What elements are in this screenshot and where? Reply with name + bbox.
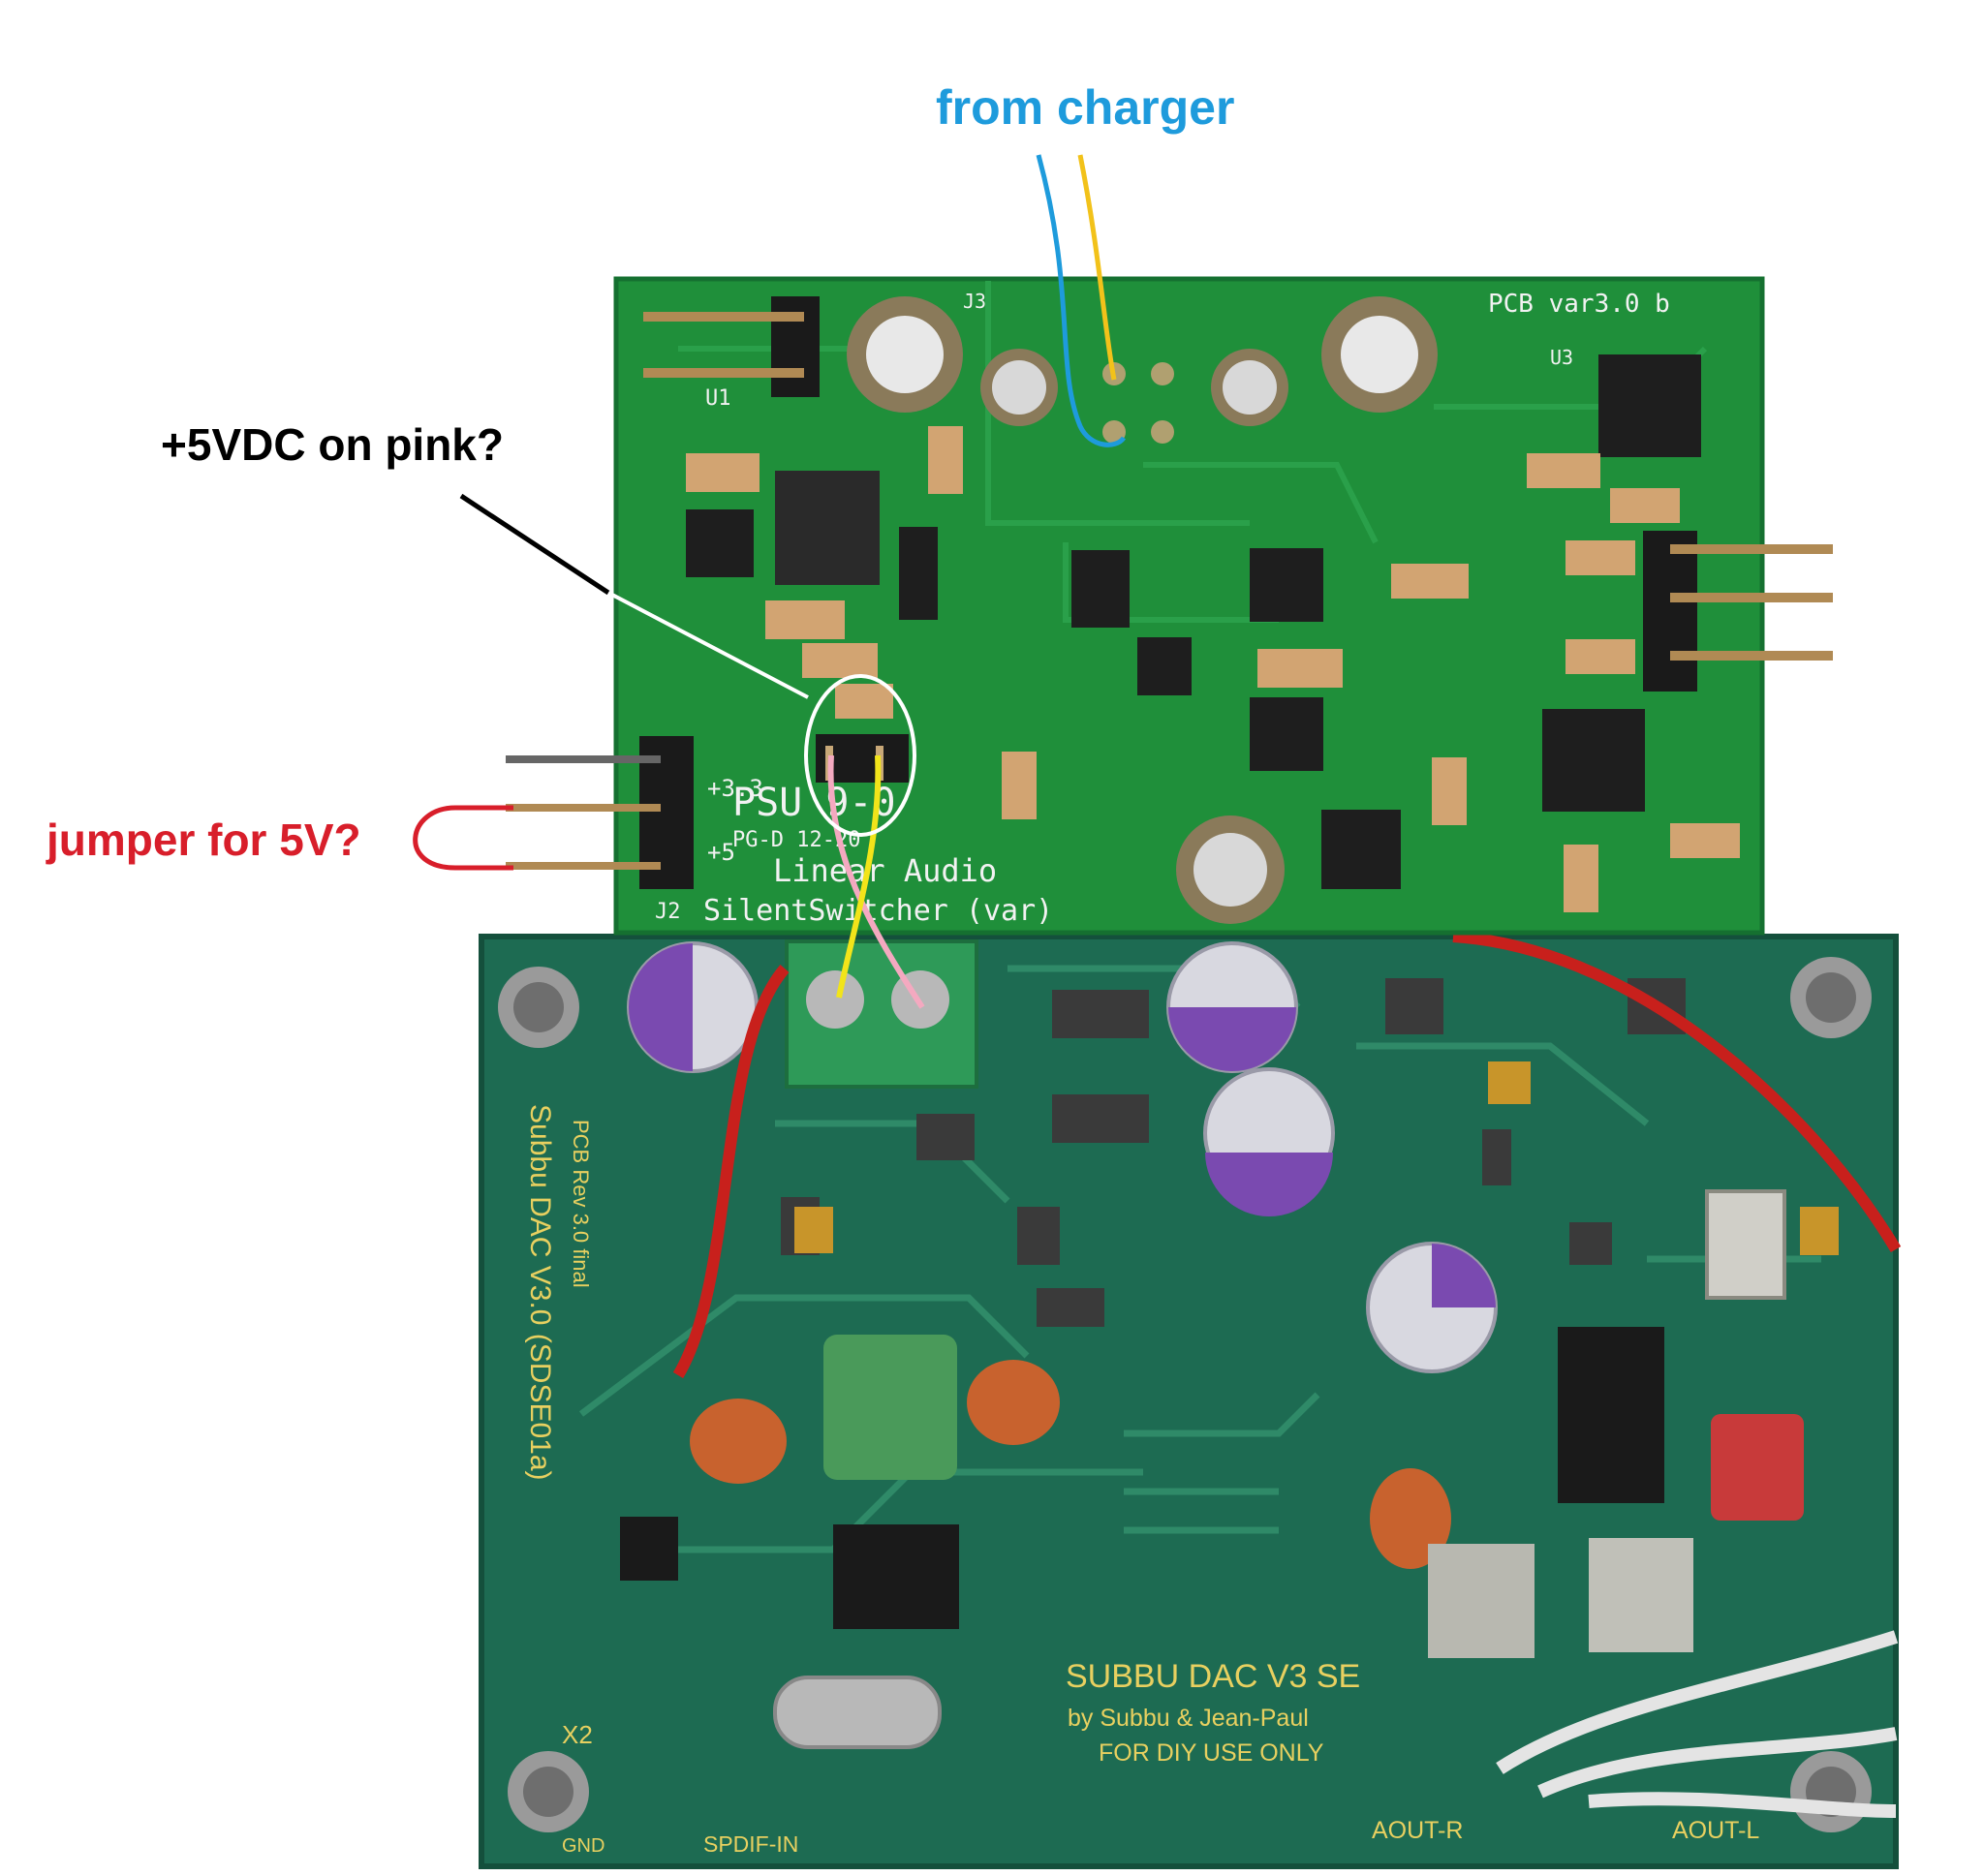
pink-wire <box>827 754 925 1009</box>
blue-wire <box>1036 154 1127 447</box>
j3-label: J3 <box>963 290 986 313</box>
crystal-oscillator <box>773 1676 942 1749</box>
yellow-wire <box>1077 154 1117 381</box>
grey-component <box>1428 1544 1534 1658</box>
pin-33-label: +3.3 <box>707 775 763 802</box>
ic-chip <box>686 354 1701 889</box>
pointer-arrow <box>607 591 809 699</box>
board-side-text: Subbu DAC V3.0 (SDSE01a) <box>524 1104 556 1481</box>
pointer-arrow <box>459 493 610 596</box>
grey-component <box>1589 1538 1693 1652</box>
board-diy-notice: FOR DIY USE ONLY <box>1099 1739 1324 1767</box>
red-wire <box>1452 931 1902 1253</box>
ceramic-capacitor <box>690 1360 1451 1569</box>
yellow-wire <box>836 754 882 999</box>
x2-label: X2 <box>562 1720 593 1749</box>
top-pcb: PCB var3.0 b PSU 9-0 PG-D 12-20 Linear A… <box>506 276 1833 936</box>
electrolytic-capacitor <box>627 941 1498 1373</box>
pcb-version-label: PCB var3.0 b <box>1488 290 1670 319</box>
white-wire <box>1496 1630 1899 1818</box>
top-left-pin-header <box>643 296 820 397</box>
j2-pin-header <box>506 736 694 889</box>
brand-line-1: PSU 9-0 <box>732 781 896 825</box>
board-title: SUBBU DAC V3 SE <box>1066 1658 1360 1695</box>
u1-label: U1 <box>705 386 731 411</box>
pin-5-label: +5 <box>707 839 735 866</box>
oscillator <box>1705 1189 1786 1300</box>
j2-label: J2 <box>655 900 681 924</box>
box-capacitor <box>1711 1414 1804 1521</box>
gnd-label: GND <box>562 1835 604 1857</box>
u3-label: U3 <box>1550 346 1573 369</box>
aout-r-label: AOUT-R <box>1372 1817 1463 1844</box>
aout-l-label: AOUT-L <box>1672 1817 1759 1844</box>
terminal-block <box>785 939 978 1089</box>
spdif-label: SPDIF-IN <box>703 1831 798 1857</box>
jumper-loop <box>413 805 513 871</box>
highlight-ellipse <box>804 674 916 837</box>
right-pin-header <box>1643 531 1833 692</box>
inductor <box>775 471 880 585</box>
ic-chip <box>620 1327 1664 1629</box>
board-revision: PCB Rev 3.0 final <box>569 1120 593 1288</box>
jumper-annotation: jumper for 5V? <box>46 815 361 865</box>
brand-line-3: Linear Audio <box>773 852 997 889</box>
from-charger-annotation: from charger <box>936 80 1235 135</box>
board-byline: by Subbu & Jean-Paul <box>1068 1705 1309 1732</box>
film-capacitor <box>823 1335 957 1480</box>
mounting-hole <box>847 296 1438 924</box>
pink-voltage-annotation: +5VDC on pink? <box>161 419 504 470</box>
bottom-pcb: SUBBU DAC V3 SE by Subbu & Jean-Paul FOR… <box>479 931 1902 1869</box>
red-wire <box>672 965 790 1379</box>
brand-line-4: SilentSwitcher (var) <box>703 894 1053 928</box>
